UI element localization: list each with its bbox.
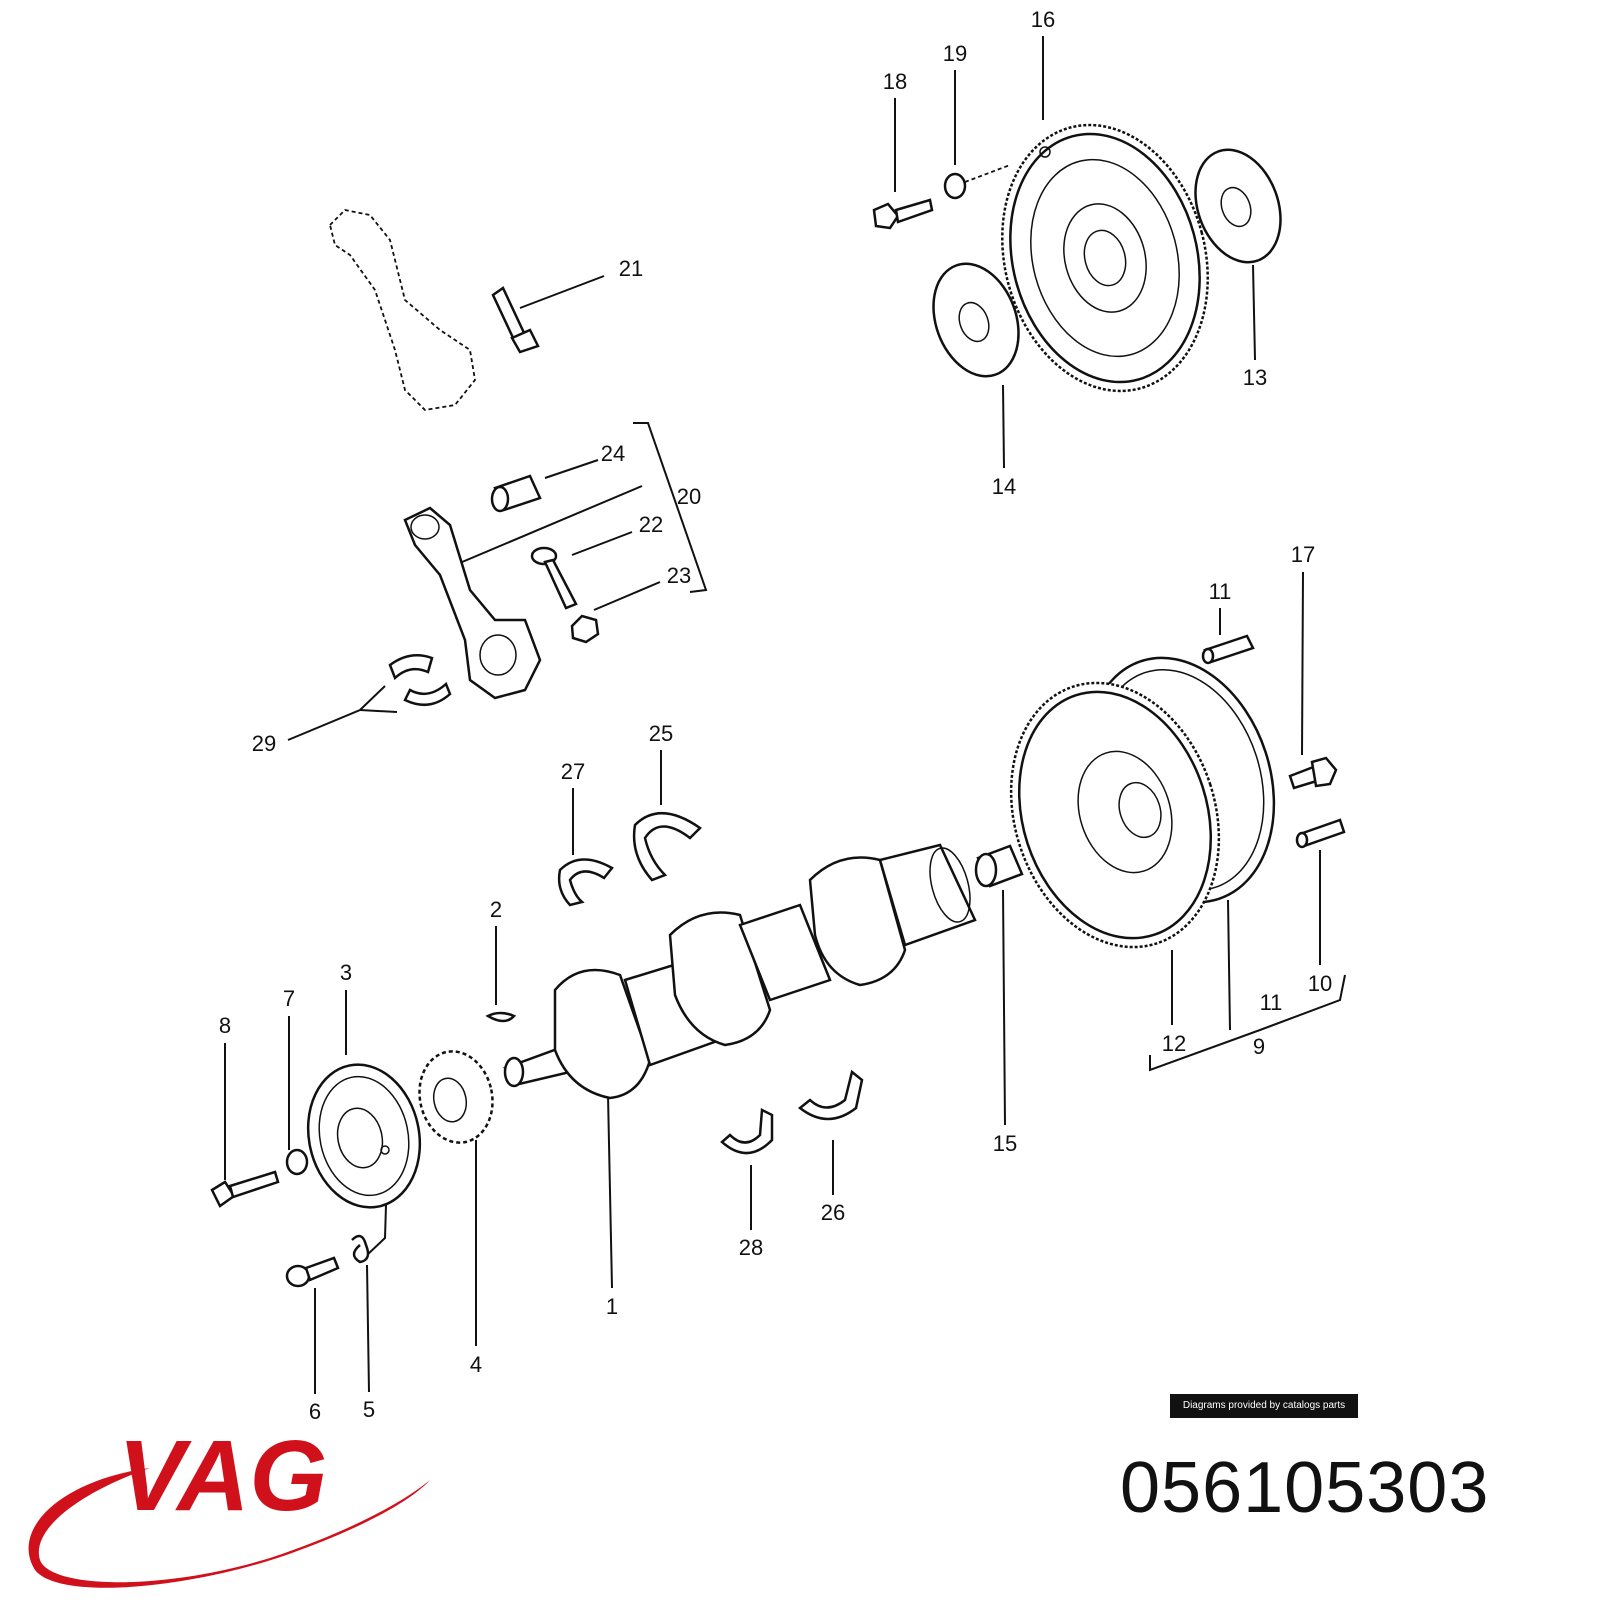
needle-bearing-15	[974, 844, 1024, 888]
bearing-shell-27	[557, 858, 614, 907]
callout-c26: 26	[821, 1200, 845, 1225]
callout-c18: 18	[883, 69, 907, 94]
bolt-6	[285, 1256, 340, 1288]
crankshaft-1	[503, 843, 977, 1100]
washer-plate-13	[1194, 148, 1282, 264]
vag-logo: VAG	[28, 1420, 430, 1588]
callout-c15: 15	[993, 1131, 1017, 1156]
flywheel-lower	[1009, 656, 1276, 949]
callout-c23: 23	[667, 563, 691, 588]
callout-c16: 16	[1031, 7, 1055, 32]
flywheel-upper	[1001, 123, 1209, 393]
callout-c11a: 11	[1260, 990, 1283, 1015]
callout-c4: 4	[470, 1352, 482, 1377]
callout-c7: 7	[283, 986, 295, 1011]
credit-badge: Diagrams provided by catalogs parts	[1170, 1394, 1358, 1418]
leader-lines	[224, 36, 1346, 1394]
callout-labels: 1234567891011111213141516171819202122232…	[219, 7, 1332, 1424]
callout-c20: 20	[677, 484, 701, 509]
pulley-3	[306, 1063, 422, 1209]
clip-5	[351, 1234, 370, 1264]
callout-c14: 14	[992, 474, 1016, 499]
dowel-pin-10	[1295, 818, 1346, 849]
bushing-24	[490, 474, 542, 513]
bearing-shell-25	[632, 811, 702, 882]
bolt-22	[530, 546, 578, 610]
bolt-21	[491, 286, 540, 354]
nut-23	[570, 614, 600, 644]
bolt-8	[210, 1170, 280, 1208]
callout-c9: 9	[1253, 1034, 1265, 1059]
callout-c11b: 11	[1209, 579, 1232, 604]
callout-c12: 12	[1162, 1031, 1186, 1056]
callout-c28: 28	[739, 1235, 763, 1260]
callout-c10: 10	[1308, 971, 1332, 996]
part-number: 056105303	[1120, 1448, 1490, 1528]
dowel-pin-11	[1201, 634, 1255, 665]
callout-c5: 5	[363, 1397, 375, 1422]
bolt-17	[1288, 756, 1338, 790]
callout-c19: 19	[943, 41, 967, 66]
callout-c1: 1	[606, 1294, 618, 1319]
washer-7	[285, 1148, 309, 1176]
washer-19	[943, 172, 967, 200]
callout-c3: 3	[340, 960, 352, 985]
key-2	[485, 1011, 517, 1023]
connecting-rod-20	[403, 506, 542, 700]
connecting-rod-outline	[329, 209, 476, 411]
callout-c21: 21	[619, 256, 643, 281]
callout-c29: 29	[252, 731, 276, 756]
bearing-shell-26	[797, 1069, 864, 1121]
logo-swoosh	[28, 1468, 430, 1588]
callout-c2: 2	[490, 897, 502, 922]
callout-c27: 27	[561, 759, 585, 784]
bearing-shells-29	[388, 653, 452, 707]
sprocket-4	[418, 1050, 494, 1144]
brand-name: VAG	[118, 1420, 327, 1532]
callout-c22: 22	[639, 512, 663, 537]
bearing-shell-28	[720, 1108, 774, 1155]
callout-c8: 8	[219, 1013, 231, 1038]
washer-plate-14	[932, 262, 1020, 378]
callout-c24: 24	[601, 441, 625, 466]
callout-c6: 6	[309, 1399, 321, 1424]
callout-c13: 13	[1243, 365, 1267, 390]
callout-c17: 17	[1291, 542, 1315, 567]
callout-c25: 25	[649, 721, 673, 746]
bolt-18	[872, 198, 934, 230]
